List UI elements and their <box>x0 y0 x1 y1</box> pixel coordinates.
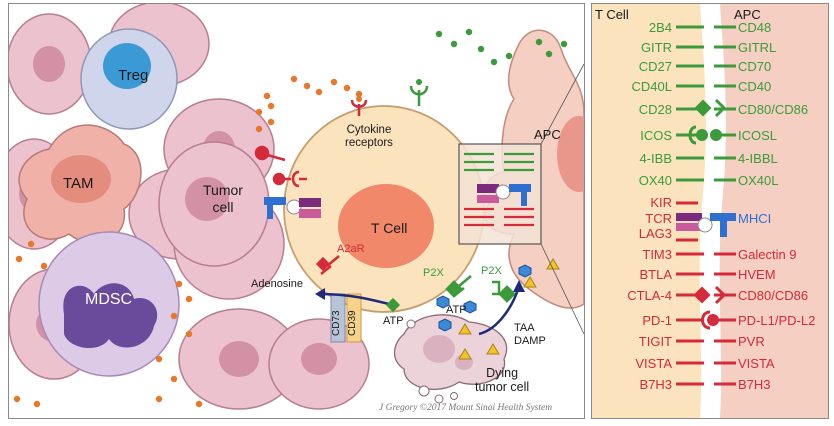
atp-molecule <box>385 297 401 313</box>
receptor-4: CD28 <box>638 102 672 117</box>
p2x-receptor-apc <box>492 280 516 303</box>
tam-cell <box>18 124 142 244</box>
illustration-credit: J Gregory ©2017 Mount Sinai Health Syste… <box>379 403 553 413</box>
inhibitory-receptor <box>254 145 307 188</box>
ligand-13: CD80/CD86 <box>738 288 809 303</box>
receptor-8: KIR <box>650 195 672 210</box>
cd28-diamond-icon <box>694 99 712 117</box>
synapse-zoom-box <box>458 143 542 245</box>
receptor-9: TCR <box>645 211 672 226</box>
cd73-label: CD73 <box>331 310 342 336</box>
tumor-microenvironment-panel: Treg TAM Tumor cell MDSC Cytokine recept… <box>8 3 585 419</box>
ligand-3: CD40 <box>738 79 772 94</box>
cd80-chevron-icon <box>714 98 727 118</box>
icos-circle-icon <box>696 129 708 141</box>
tcr-alpha-chain <box>676 213 702 221</box>
t-cell-header: T Cell <box>595 7 629 22</box>
ligand-12: HVEM <box>738 267 776 282</box>
receptor-0: 2B4 <box>648 20 672 35</box>
tam-label: TAM <box>63 175 94 192</box>
receptor-14: PD-1 <box>642 313 672 328</box>
receptor-7: OX40 <box>638 173 672 188</box>
taa-damp-label: TAA DAMP <box>514 322 546 347</box>
a2ar-label: A2aR <box>337 243 365 255</box>
treg-cell <box>80 28 178 130</box>
ligand-1: GITRL <box>738 40 777 55</box>
mdsc-label: MDSC <box>85 291 133 308</box>
a2ar-receptor <box>315 255 340 275</box>
cytokine-receptors-label: Cytokine receptors <box>345 124 393 150</box>
ligand-6: 4-IBBL <box>738 151 778 166</box>
treg-label: Treg <box>118 67 149 84</box>
receptor-15: TIGIT <box>638 334 672 349</box>
receptor-6: 4-IBB <box>639 151 672 166</box>
p2x-label-1: P2X <box>423 267 444 279</box>
receptor-17: B7H3 <box>639 377 672 392</box>
ligand-17: B7H3 <box>738 377 771 392</box>
receptor-2: CD27 <box>638 59 672 74</box>
apc-header: APC <box>734 7 761 22</box>
receptor-1: GITR <box>640 40 672 55</box>
apc-label: APC <box>534 127 561 142</box>
receptor-5: ICOS <box>640 128 672 143</box>
t-cell-label: T Cell <box>371 220 408 236</box>
receptor-12: BTLA <box>639 267 672 282</box>
tumor-cell <box>158 141 270 267</box>
icosl-circle-icon <box>710 129 722 141</box>
peptide-circle-icon <box>697 217 713 233</box>
tcr-mhc-complex-left <box>264 197 321 219</box>
receptor-3: CD40L <box>631 79 672 94</box>
ligand-11: Galectin 9 <box>738 247 797 262</box>
cytokine-dots <box>13 75 363 408</box>
atp-label-2: ATP <box>446 304 467 316</box>
ligand-7: OX40L <box>738 173 779 188</box>
icos-arc-icon <box>688 125 697 145</box>
atp-label-1: ATP <box>383 315 404 327</box>
green-cytokine-dots <box>435 28 568 66</box>
cytokine-receptor-green <box>409 85 429 106</box>
damp-hexagons <box>436 264 532 332</box>
pd1-arc-icon <box>701 310 711 330</box>
cd80-cd86-chevron-icon <box>714 285 727 305</box>
dying-tumor-cell <box>393 314 508 404</box>
cd39-label: CD39 <box>347 310 358 336</box>
ctla4-diamond-icon <box>693 286 711 304</box>
ligand-14: PD-L1/PD-L2 <box>738 313 816 328</box>
membrane-background <box>592 4 828 418</box>
cd39-enzyme <box>346 293 362 343</box>
ligand-0: CD48 <box>738 20 772 35</box>
tcr-beta-chain <box>676 223 702 231</box>
ligand-15: PVR <box>738 334 765 349</box>
microenvironment-illustration <box>9 4 584 410</box>
ligand-9: MHCI <box>738 211 772 226</box>
mdsc-cell <box>38 231 180 377</box>
receptor-10: LAG3 <box>638 226 672 241</box>
cytokine-receptor-red <box>350 99 368 116</box>
ligand-2: CD70 <box>738 59 772 74</box>
receptor-11: TIM3 <box>642 247 672 262</box>
ligand-16: VISTA <box>738 356 775 371</box>
ligand-5: ICOSL <box>738 128 778 143</box>
mhci-stalk <box>720 221 727 237</box>
tumor-cell-label: Tumor cell <box>203 182 243 215</box>
mhci-bar <box>710 213 736 221</box>
receptor-13: CTLA-4 <box>627 288 672 303</box>
adenosine-label: Adenosine <box>251 278 303 290</box>
p2x-receptor-tcell <box>445 275 472 298</box>
receptor-16: VISTA <box>635 356 672 371</box>
ligand-4: CD80/CD86 <box>738 102 809 117</box>
dying-tumor-cell-label: Dying tumor cell <box>475 366 530 395</box>
p2x-label-2: P2X <box>481 265 502 277</box>
pdl1-circle-icon <box>707 314 719 326</box>
taa-triangles <box>458 258 560 360</box>
